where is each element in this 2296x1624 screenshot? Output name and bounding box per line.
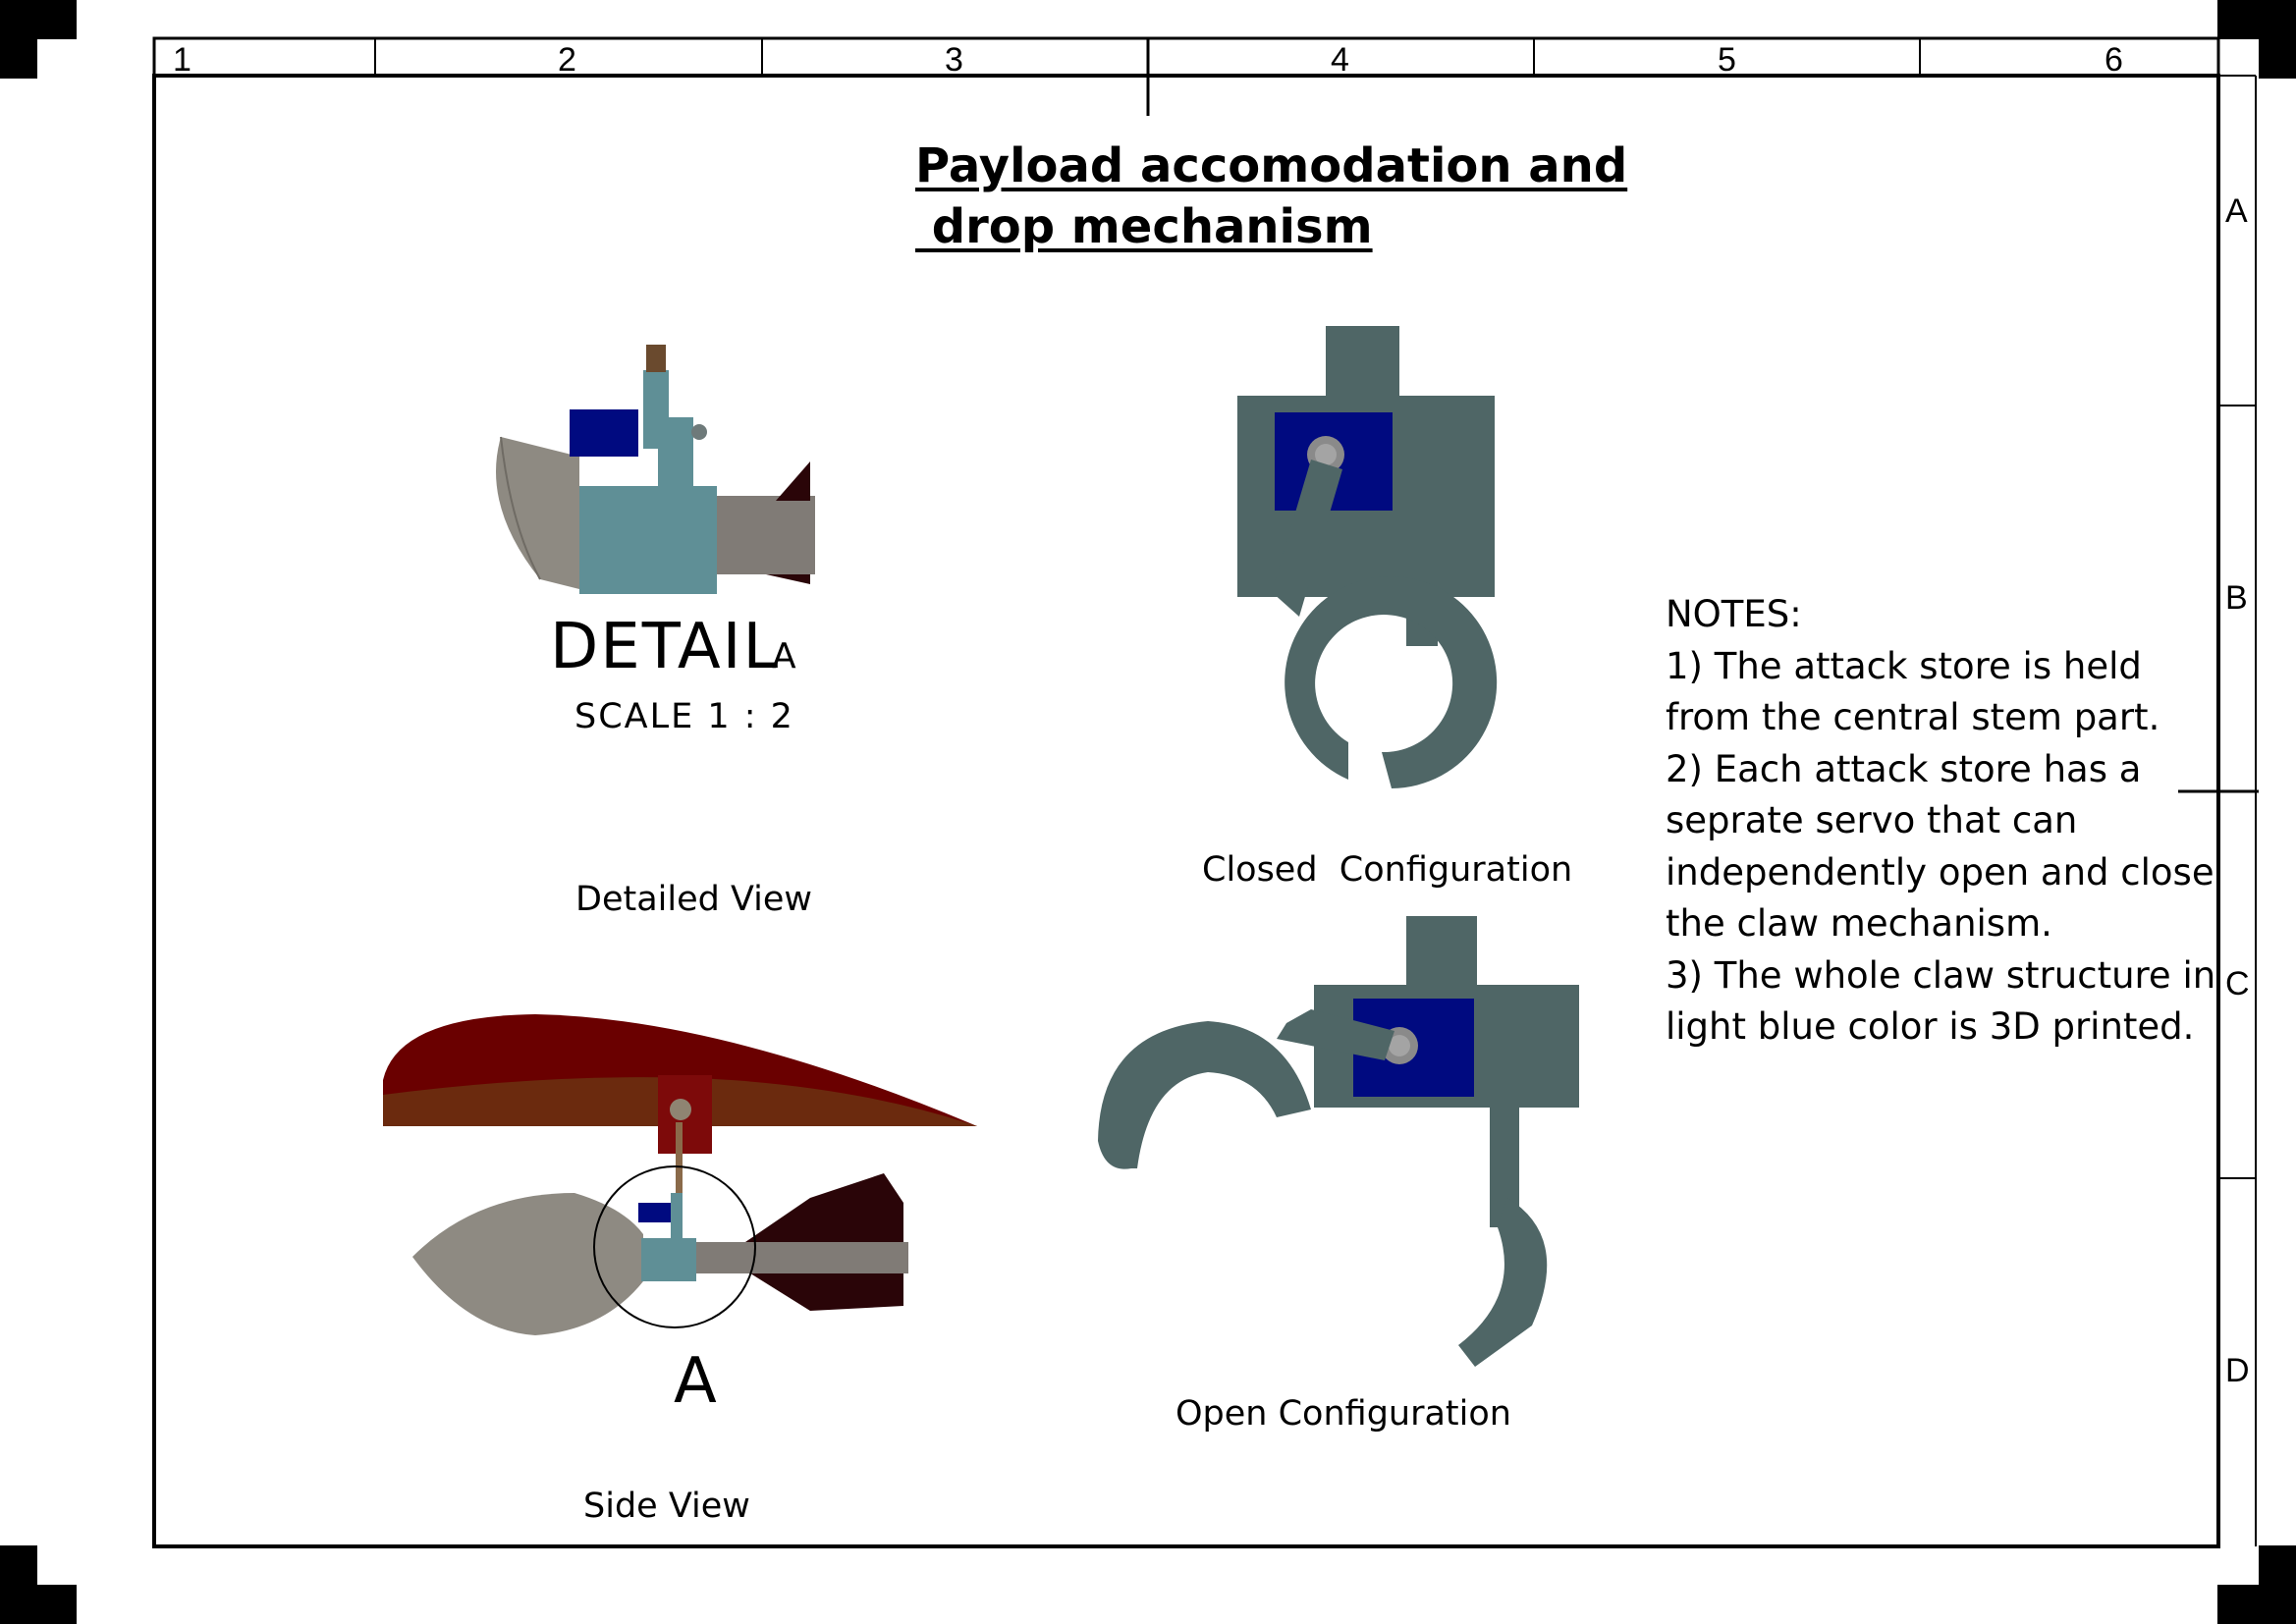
note-line: the claw mechanism. bbox=[1666, 902, 2052, 945]
detail-letter: A bbox=[772, 636, 796, 677]
detail-a-illustration bbox=[496, 345, 815, 594]
corner-mark-tr-v bbox=[2259, 0, 2296, 79]
note-line: 2) Each attack store has a bbox=[1666, 747, 2142, 790]
closed-claw-illustration bbox=[1237, 326, 1498, 788]
column-number-6: 6 bbox=[2105, 41, 2123, 79]
side-view-caption: Side View bbox=[583, 1487, 750, 1526]
column-number-5: 5 bbox=[1718, 41, 1736, 79]
closed-configuration-caption: Closed Configuration bbox=[1202, 850, 1573, 890]
note-line: light blue color is 3D printed. bbox=[1666, 1005, 2195, 1048]
title-line-2: drop mechanism bbox=[915, 199, 1373, 254]
notes-block: NOTES: 1) The attack store is held from … bbox=[1666, 589, 2215, 1054]
corner-mark-tl-v bbox=[0, 0, 37, 79]
row-letter-d: D bbox=[2225, 1352, 2250, 1389]
note-line: seprate servo that can bbox=[1666, 799, 2078, 841]
detailed-view-caption: Detailed View bbox=[575, 880, 813, 919]
detail-label: DETAIL bbox=[550, 611, 781, 683]
side-view-illustration bbox=[383, 1014, 977, 1335]
note-line: from the central stem part. bbox=[1666, 696, 2160, 738]
corner-mark-bl-v bbox=[0, 1545, 37, 1624]
column-number-3: 3 bbox=[945, 41, 963, 79]
row-letter-c: C bbox=[2225, 965, 2250, 1002]
note-line: independently open and close bbox=[1666, 850, 2214, 893]
notes-heading: NOTES: bbox=[1666, 593, 1802, 635]
note-line: 3) The whole claw structure in bbox=[1666, 953, 2216, 997]
open-configuration-caption: Open Configuration bbox=[1175, 1394, 1511, 1434]
note-line: 1) The attack store is held bbox=[1666, 644, 2142, 687]
corner-mark-br-v bbox=[2259, 1545, 2296, 1624]
column-number-4: 4 bbox=[1331, 41, 1349, 79]
open-claw-illustration bbox=[1098, 916, 1579, 1367]
row-letter-b: B bbox=[2225, 579, 2248, 617]
column-number-1: 1 bbox=[173, 41, 191, 79]
row-letter-a: A bbox=[2225, 192, 2248, 230]
column-number-2: 2 bbox=[558, 41, 576, 79]
detail-scale: SCALE 1 : 2 bbox=[574, 697, 794, 736]
title-line-1: Payload accomodation and bbox=[915, 138, 1628, 193]
section-callout-letter: A bbox=[674, 1345, 717, 1418]
page-title: Payload accomodation and drop mechanism bbox=[915, 135, 1627, 257]
